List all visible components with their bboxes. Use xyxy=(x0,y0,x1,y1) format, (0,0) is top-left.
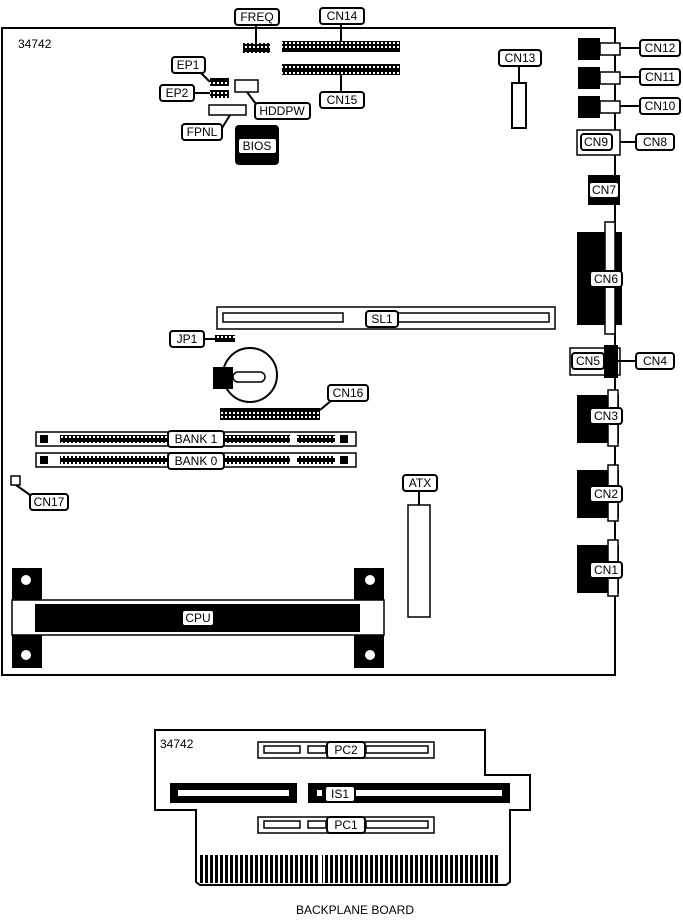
cn8-label: CN8 xyxy=(635,133,675,151)
backplane-caption: BACKPLANE BOARD xyxy=(296,903,414,917)
cn4-label: CN4 xyxy=(635,352,675,370)
cn3-label: CN3 xyxy=(589,407,623,425)
svg-text:JP1: JP1 xyxy=(177,332,198,346)
svg-text:CN4: CN4 xyxy=(643,354,667,368)
svg-text:CN16: CN16 xyxy=(333,386,364,400)
svg-text:PC1: PC1 xyxy=(334,818,358,832)
svg-text:FPNL: FPNL xyxy=(187,125,218,139)
cn17-label: CN17 xyxy=(29,493,69,511)
svg-text:CN9: CN9 xyxy=(584,135,608,149)
cn1-label: CN1 xyxy=(589,561,623,579)
svg-text:BIOS: BIOS xyxy=(243,139,272,153)
cn9-label: CN9 xyxy=(580,133,613,151)
atx-label: ATX xyxy=(402,474,438,492)
svg-text:SL1: SL1 xyxy=(371,312,393,326)
jp1-jumper xyxy=(215,335,235,342)
svg-text:CN14: CN14 xyxy=(327,9,358,23)
svg-text:CN11: CN11 xyxy=(645,70,675,84)
svg-text:CN15: CN15 xyxy=(327,93,358,107)
cn16-label: CN16 xyxy=(327,384,369,402)
mainboard-outline xyxy=(1,27,616,676)
jp1-label: JP1 xyxy=(169,330,205,348)
is1-slot xyxy=(170,783,510,803)
svg-text:CPU: CPU xyxy=(185,611,210,625)
svg-text:HDDPW: HDDPW xyxy=(259,104,305,118)
svg-text:CN5: CN5 xyxy=(576,354,600,368)
cn2-label: CN2 xyxy=(589,485,623,503)
svg-text:CN3: CN3 xyxy=(594,409,618,423)
cn14-connector xyxy=(282,41,400,52)
ep1-jumper xyxy=(210,78,229,86)
ep1-label: EP1 xyxy=(171,56,206,74)
freq-label: FREQ xyxy=(234,8,280,26)
svg-text:CN7: CN7 xyxy=(592,183,616,197)
svg-text:CN2: CN2 xyxy=(594,487,618,501)
svg-text:CN8: CN8 xyxy=(643,135,667,149)
cn13-connector xyxy=(511,82,527,129)
fpnl-connector xyxy=(208,104,247,116)
is1-label: IS1 xyxy=(324,785,356,803)
svg-text:BANK 0: BANK 0 xyxy=(175,454,218,468)
svg-text:CN12: CN12 xyxy=(645,41,676,55)
edge-connector-fingers xyxy=(322,855,498,883)
cpu-label: CPU xyxy=(181,609,215,627)
fpnl-label: FPNL xyxy=(181,123,223,141)
cn15-label: CN15 xyxy=(319,91,365,109)
svg-text:ATX: ATX xyxy=(409,476,431,490)
mainboard-id: 34742 xyxy=(18,37,52,51)
atx-connector xyxy=(407,504,431,618)
edge-connector-fingers xyxy=(200,855,318,883)
svg-text:CN1: CN1 xyxy=(594,563,618,577)
bios-label: BIOS xyxy=(237,137,278,155)
ep2-jumper xyxy=(210,90,229,98)
cn17-connector xyxy=(10,475,21,486)
svg-text:CN17: CN17 xyxy=(34,495,65,509)
svg-text:FREQ: FREQ xyxy=(240,10,273,24)
hddpw-connector xyxy=(234,79,259,93)
cn16-connector xyxy=(220,408,320,420)
cn12-label: CN12 xyxy=(639,39,681,57)
svg-text:BANK 1: BANK 1 xyxy=(175,432,218,446)
cn15-connector xyxy=(282,64,400,75)
bank1-label: BANK 1 xyxy=(167,430,225,448)
svg-text:CN6: CN6 xyxy=(594,272,618,286)
sl1-label: SL1 xyxy=(365,310,399,328)
cn5-label: CN5 xyxy=(571,352,605,370)
cn13-label: CN13 xyxy=(498,49,542,67)
cn7-label: CN7 xyxy=(588,181,620,199)
backplane-id: 34742 xyxy=(160,737,194,751)
hddpw-label: HDDPW xyxy=(254,102,311,120)
svg-text:EP1: EP1 xyxy=(177,58,200,72)
pc2-label: PC2 xyxy=(326,741,366,759)
ep2-label: EP2 xyxy=(159,84,195,102)
backplane-outline xyxy=(154,729,531,886)
svg-text:EP2: EP2 xyxy=(166,86,189,100)
cn10-port xyxy=(578,96,621,118)
cn10-label: CN10 xyxy=(639,97,681,115)
cn6-label: CN6 xyxy=(589,270,623,288)
cn14-label: CN14 xyxy=(319,7,365,25)
pc1-label: PC1 xyxy=(326,816,366,834)
svg-text:PC2: PC2 xyxy=(334,743,358,757)
svg-text:CN10: CN10 xyxy=(645,99,676,113)
freq-jumper xyxy=(243,43,270,53)
svg-text:CN13: CN13 xyxy=(505,51,536,65)
bank0-label: BANK 0 xyxy=(167,452,225,470)
cn11-label: CN11 xyxy=(639,68,681,86)
svg-text:IS1: IS1 xyxy=(331,787,349,801)
